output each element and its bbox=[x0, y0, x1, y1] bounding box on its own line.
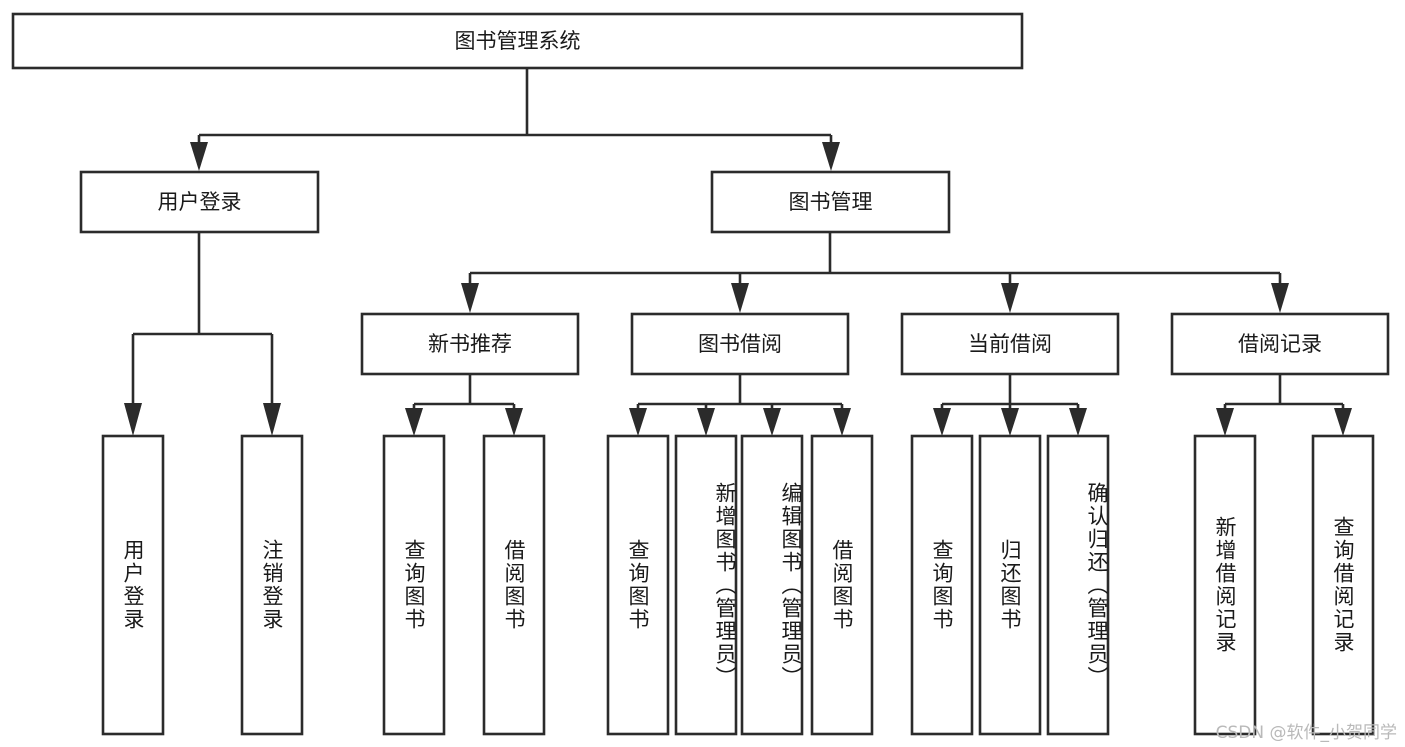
csdn-watermark: CSDN @软件_小贺同学 bbox=[1215, 723, 1397, 743]
arrow-to-new-book-recommend bbox=[461, 283, 479, 313]
connector-new-book-recommend-to-leaves bbox=[405, 374, 523, 436]
node-root-label: 图书管理系统 bbox=[455, 29, 581, 53]
arrow-to-borrow-record bbox=[1271, 283, 1289, 313]
leaf-box-user-login-1[interactable] bbox=[101, 434, 165, 736]
node-user-login[interactable]: 用户登录 bbox=[79, 170, 320, 234]
leaf-box-book-borrow-2[interactable] bbox=[674, 434, 738, 736]
arrow-to-leaf-user-login-1 bbox=[124, 403, 142, 436]
node-book-manage[interactable]: 图书管理 bbox=[710, 170, 951, 234]
leaf-box-book-borrow-3[interactable] bbox=[740, 434, 804, 736]
leaf-box-current-borrow-2[interactable] bbox=[978, 434, 1042, 736]
connector-book-borrow-to-leaves bbox=[629, 374, 851, 436]
arrow-to-book-borrow bbox=[731, 283, 749, 313]
leaf-box-user-login-2[interactable] bbox=[240, 434, 304, 736]
node-book-borrow-label: 图书借阅 bbox=[698, 332, 782, 356]
node-book-borrow[interactable]: 图书借阅 bbox=[630, 312, 850, 376]
arrow-to-user-login bbox=[190, 142, 208, 171]
node-borrow-record[interactable]: 借阅记录 bbox=[1170, 312, 1390, 376]
leaf-box-current-borrow-1[interactable] bbox=[910, 434, 974, 736]
arrow-to-book-manage bbox=[822, 142, 840, 171]
connector-borrow-record-to-leaves bbox=[1216, 374, 1352, 436]
node-current-borrow-label: 当前借阅 bbox=[968, 332, 1052, 356]
node-new-book-recommend[interactable]: 新书推荐 bbox=[360, 312, 580, 376]
node-root[interactable]: 图书管理系统 bbox=[11, 12, 1024, 70]
arrow-to-current-borrow bbox=[1001, 283, 1019, 313]
leaf-box-book-borrow-4[interactable] bbox=[810, 434, 874, 736]
node-user-login-box[interactable] bbox=[79, 170, 320, 234]
leaf-box-borrow-record-1[interactable] bbox=[1193, 434, 1257, 736]
connector-root-to-level2 bbox=[190, 68, 840, 171]
node-borrow-record-label: 借阅记录 bbox=[1238, 332, 1322, 356]
node-new-book-recommend-box[interactable] bbox=[360, 312, 580, 376]
leaf-box-new-book-2[interactable] bbox=[482, 434, 546, 736]
leaf-box-current-borrow-3[interactable] bbox=[1046, 434, 1110, 736]
node-book-manage-label: 图书管理 bbox=[789, 190, 873, 214]
node-current-borrow-box[interactable] bbox=[900, 312, 1120, 376]
connector-current-borrow-to-leaves bbox=[933, 374, 1087, 436]
leaf-box-new-book-1[interactable] bbox=[382, 434, 446, 736]
arrow-to-leaf-user-login-2 bbox=[263, 403, 281, 436]
leaf-box-borrow-record-2[interactable] bbox=[1311, 434, 1375, 736]
node-user-login-label: 用户登录 bbox=[158, 190, 242, 214]
connector-user-login-to-leaves bbox=[124, 232, 281, 436]
node-current-borrow[interactable]: 当前借阅 bbox=[900, 312, 1120, 376]
leaf-box-book-borrow-1[interactable] bbox=[606, 434, 670, 736]
node-root-box[interactable] bbox=[11, 12, 1024, 70]
connector-book-manage-to-level3 bbox=[461, 232, 1289, 313]
node-new-book-recommend-label: 新书推荐 bbox=[428, 332, 512, 356]
